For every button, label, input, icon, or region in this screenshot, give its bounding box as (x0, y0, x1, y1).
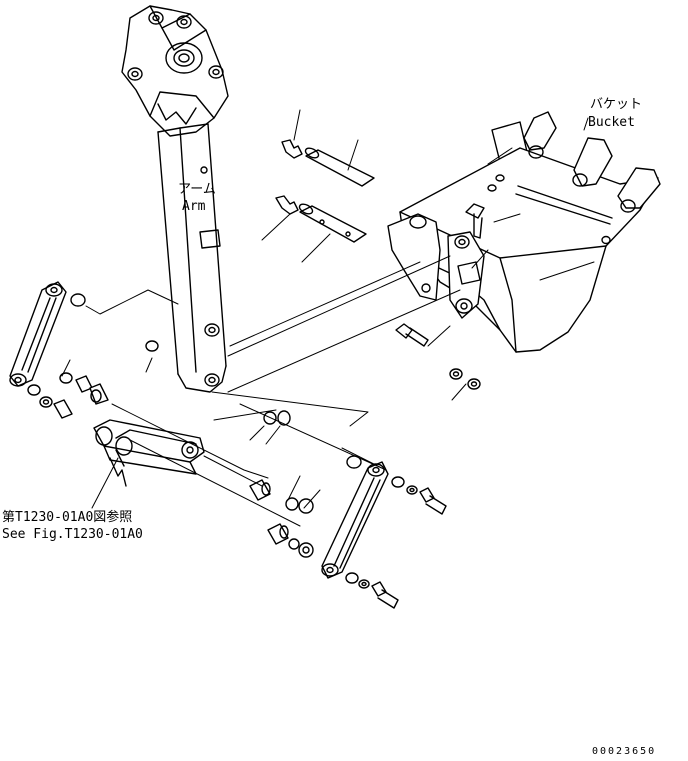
assembly-lines (61, 109, 595, 527)
bucket-label-jp: バケット (590, 97, 643, 112)
arm-label-en: Arm (182, 199, 206, 214)
drawing-code: 00023650 (592, 746, 657, 757)
reference-label-jp: 第T1230-01A0図参照 (2, 510, 133, 525)
bucket (387, 111, 661, 353)
arm-label-jp: アーム (178, 182, 216, 197)
link-right (321, 461, 447, 609)
reference-label-en: See Fig.T1230-01A0 (2, 527, 143, 542)
pins-upper (275, 139, 485, 390)
link-left (9, 281, 159, 419)
link-center (93, 419, 205, 487)
bucket-label-en: Bucket (588, 115, 635, 130)
arm (121, 5, 229, 393)
pins-lower (249, 410, 362, 558)
